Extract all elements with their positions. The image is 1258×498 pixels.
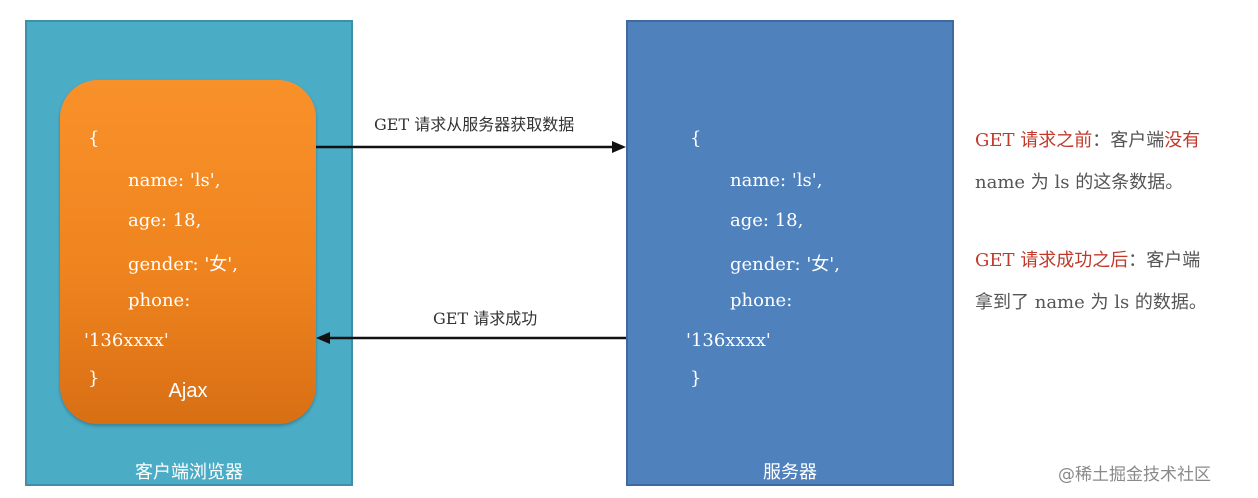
response-arrow-label: GET 请求成功: [433, 309, 538, 328]
client-code-line: {: [88, 128, 100, 149]
ajax-box: [60, 80, 316, 424]
client-code-line: phone:: [128, 290, 191, 311]
note-before-line2: name 为 ls 的这条数据。: [975, 172, 1184, 193]
note-after-line1: GET 请求成功之后：客户端: [975, 246, 1200, 272]
note-before-gray: ：客户端: [1092, 130, 1165, 151]
client-code-line: }: [88, 368, 100, 389]
ajax-label: Ajax: [168, 380, 208, 402]
request-arrow-label: GET 请求从服务器获取数据: [374, 115, 575, 134]
note-after-gray: ：客户端: [1128, 250, 1201, 271]
note-before-red2: 没有: [1164, 130, 1201, 151]
server-code-line: }: [690, 368, 702, 389]
server-panel: [626, 20, 954, 486]
note-before-red: GET 请求之前: [975, 130, 1093, 151]
response-arrow-head: [316, 332, 330, 344]
note-after-line2: 拿到了 name 为 ls 的数据。: [975, 292, 1207, 313]
note-after-red: GET 请求成功之后: [975, 250, 1129, 271]
server-code-line: {: [690, 128, 702, 149]
server-code-line: '136xxxx': [686, 330, 771, 351]
server-code-line: phone:: [730, 290, 793, 311]
client-code-line: '136xxxx': [84, 330, 169, 351]
watermark: @稀土掘金技术社区: [1058, 465, 1211, 485]
client-code-line: gender: '女',: [128, 254, 238, 275]
server-code-line: gender: '女',: [730, 254, 840, 275]
server-code-line: name: 'ls',: [730, 170, 823, 191]
note-before-line1: GET 请求之前：客户端没有: [975, 126, 1200, 152]
client-code-line: name: 'ls',: [128, 170, 221, 191]
server-label: 服务器: [763, 462, 817, 483]
server-code-line: age: 18,: [730, 210, 804, 231]
client-browser-label: 客户端浏览器: [135, 462, 243, 483]
request-arrow-head: [612, 141, 626, 153]
client-code-line: age: 18,: [128, 210, 202, 231]
